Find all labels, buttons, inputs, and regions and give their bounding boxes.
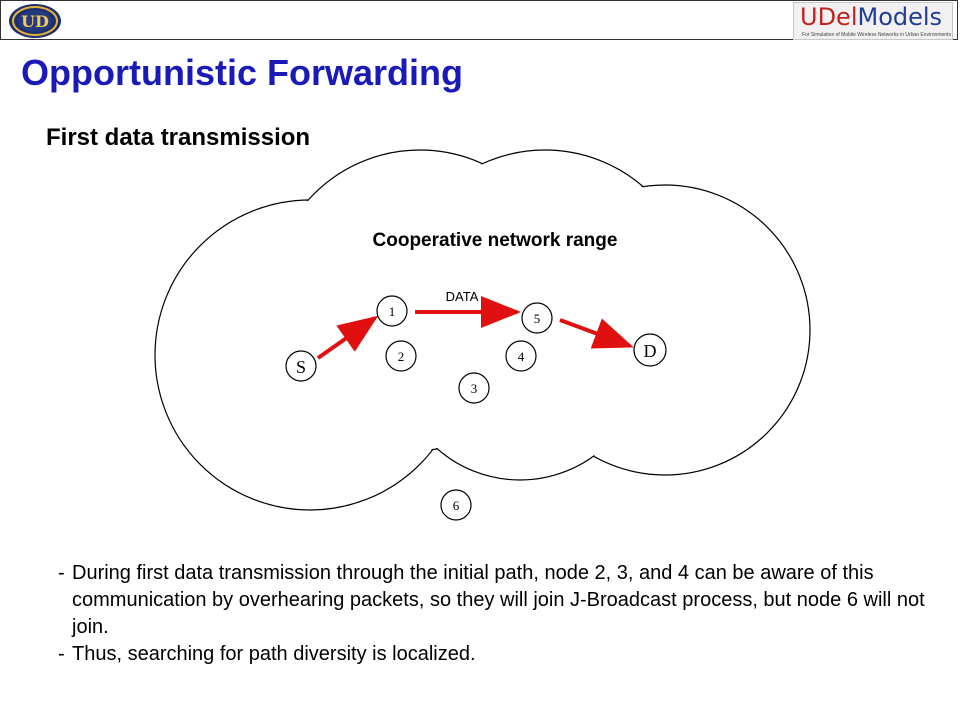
svg-text:5: 5 [534, 311, 541, 326]
node-4: 4 [505, 340, 537, 372]
svg-text:2: 2 [398, 349, 405, 364]
cooperative-range-cloud [154, 149, 811, 511]
node-1: 1 [376, 295, 408, 327]
node-5: 5 [521, 302, 553, 334]
page-title: Opportunistic Forwarding [21, 52, 463, 93]
explanation-list: - During first data transmission through… [58, 560, 938, 668]
data-edge-label: DATA [446, 289, 479, 304]
range-label: Cooperative network range [373, 230, 618, 251]
udel-models-tagline: For Simulation of Mobile Wireless Networ… [802, 32, 951, 38]
udel-models-logo: UDelModels For Simulation of Mobile Wire… [793, 2, 953, 40]
explanation-text: During first data transmission through t… [72, 562, 925, 638]
header-bar: UD UDelModels For Simulation of Mobile W… [0, 0, 958, 40]
svg-text:1: 1 [389, 304, 396, 319]
arrow-5-to-d [559, 318, 634, 349]
node-d: D [633, 333, 667, 367]
svg-text:S: S [296, 357, 306, 377]
svg-text:4: 4 [518, 349, 525, 364]
arrow-s-to-1 [316, 315, 379, 360]
explanation-item: - Thus, searching for path diversity is … [58, 643, 476, 665]
node-s: S [285, 350, 317, 382]
node-2: 2 [385, 340, 417, 372]
explanation-item: - During first data transmission through… [58, 562, 925, 638]
svg-text:3: 3 [471, 381, 478, 396]
section-subtitle: First data transmission [46, 124, 311, 151]
udel-models-wordmark: UDelModels [800, 3, 943, 31]
svg-text:D: D [644, 341, 657, 361]
node-3: 3 [458, 372, 490, 404]
node-6: 6 [440, 489, 472, 521]
seal-letters: UD [21, 12, 49, 31]
svg-text:6: 6 [453, 498, 460, 513]
explanation-text: Thus, searching for path diversity is lo… [72, 643, 476, 665]
university-seal-logo: UD [9, 4, 61, 38]
